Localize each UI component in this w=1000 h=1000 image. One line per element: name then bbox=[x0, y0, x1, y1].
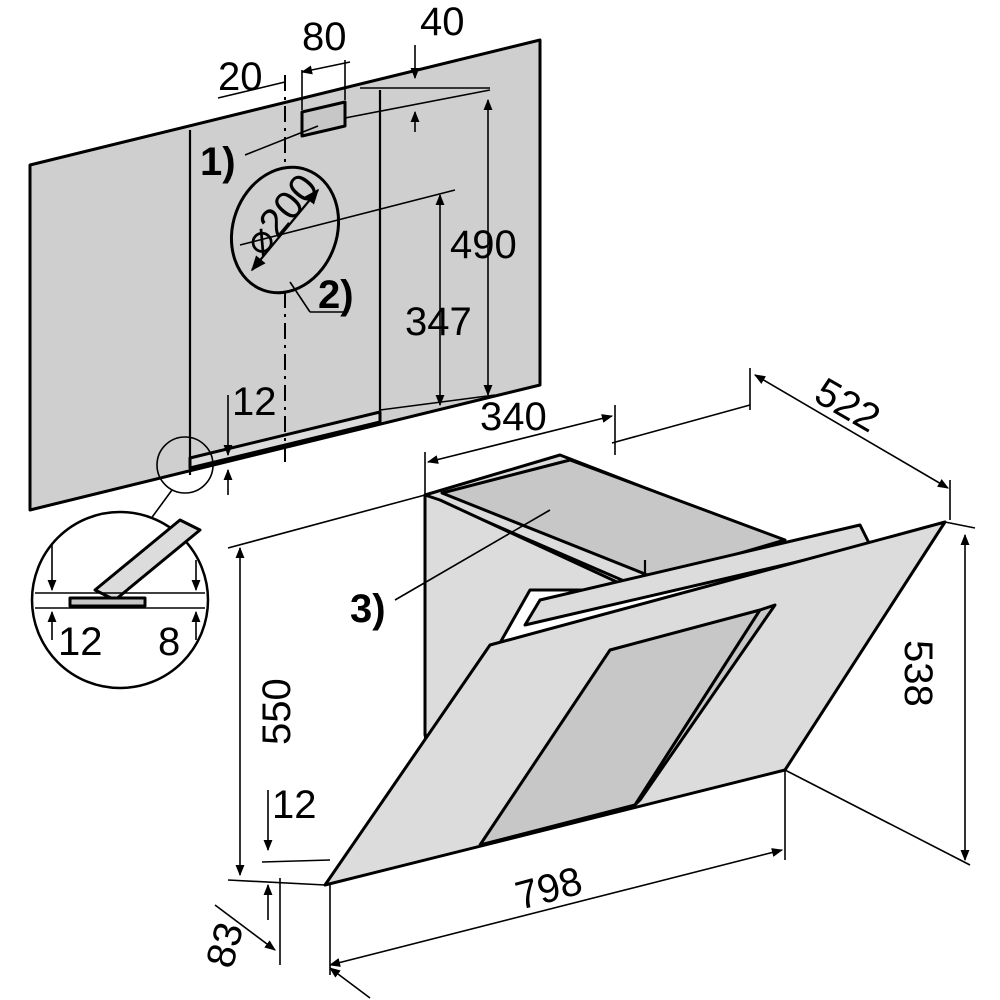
callout-1: 1) bbox=[200, 140, 236, 184]
ext-line-12-hood bbox=[261, 859, 331, 863]
dim-label-490: 490 bbox=[450, 223, 517, 267]
dim-line-83-left bbox=[214, 904, 276, 951]
ext-line-550-bottom bbox=[227, 879, 326, 886]
hood-dimensions bbox=[214, 368, 976, 999]
ext-line-538-top bbox=[944, 521, 976, 529]
dim-label-522: 522 bbox=[808, 370, 888, 441]
dim-label-8-detail: 8 bbox=[158, 620, 180, 664]
callout-2: 2) bbox=[318, 273, 354, 317]
dim-label-550: 550 bbox=[255, 678, 299, 745]
wall-top-dimensions bbox=[217, 45, 496, 495]
ext-line-bottom bbox=[379, 394, 496, 411]
ext-line-550-top bbox=[227, 494, 426, 549]
dim-label-12-wall: 12 bbox=[232, 380, 277, 424]
glass-front-strip bbox=[633, 603, 777, 807]
dim-line-83-right bbox=[329, 967, 371, 999]
leader-callout-1 bbox=[244, 125, 319, 156]
ext-line-340-depth bbox=[611, 404, 751, 444]
dim-label-20: 20 bbox=[218, 55, 263, 99]
dim-label-12-hood: 12 bbox=[272, 783, 317, 827]
leader-callout-2 bbox=[289, 281, 311, 313]
ext-line-538-bottom bbox=[784, 769, 971, 866]
cooker-hood bbox=[323, 453, 947, 887]
detail-bracket bbox=[68, 596, 147, 608]
detail-marker-circle bbox=[156, 436, 214, 494]
dim-line-798 bbox=[328, 848, 784, 967]
dim-label-40: 40 bbox=[420, 0, 465, 44]
dim-label-80: 80 bbox=[302, 15, 347, 59]
hood-top-inner bbox=[440, 458, 787, 580]
dim-line-340 bbox=[426, 414, 614, 464]
dim-label-340: 340 bbox=[480, 395, 547, 439]
dim-label-12-detail: 12 bbox=[58, 620, 103, 664]
ext-line-top-2 bbox=[344, 89, 491, 119]
glass-edge-left bbox=[324, 644, 491, 886]
dim-label-538: 538 bbox=[896, 640, 940, 707]
dim-label-798: 798 bbox=[511, 859, 587, 919]
detail-leader bbox=[149, 489, 173, 521]
callout-3: 3) bbox=[350, 587, 386, 631]
duct-diameter-line bbox=[251, 188, 319, 272]
dim-label-347: 347 bbox=[405, 300, 472, 344]
leader-callout-3 bbox=[394, 509, 551, 601]
wall-panel bbox=[28, 38, 542, 512]
dim-line-522 bbox=[754, 374, 949, 489]
dim-line-20 bbox=[217, 81, 286, 99]
ext-line-duct-centre bbox=[239, 189, 456, 246]
detail-view bbox=[30, 436, 214, 690]
dim-line-80 bbox=[300, 61, 351, 75]
